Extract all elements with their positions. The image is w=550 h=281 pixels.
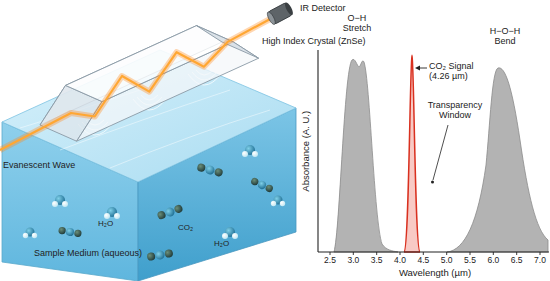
- x-ticks-part: [376, 252, 377, 255]
- co2-molecules-part-part: [164, 249, 173, 258]
- tick-label: 2.5: [324, 256, 336, 266]
- tick-label: 7.0: [534, 256, 546, 266]
- x-ticks-part: [423, 252, 424, 255]
- co2-molecules-part: [58, 226, 82, 238]
- tick-label: 5.5: [464, 256, 476, 266]
- hoh-bend-band: [447, 68, 548, 252]
- co2-molecules-part: [156, 203, 184, 220]
- detector-label: IR Detector: [300, 3, 346, 13]
- co2-molecules-part-part: [173, 204, 183, 214]
- water-molecules: [23, 145, 285, 239]
- axis-title: Wavelength (µm): [399, 268, 471, 279]
- ir-detector-part: [266, 11, 277, 26]
- x-ticks-part: [516, 252, 517, 255]
- co2-callout-arrow-part: [419, 68, 427, 69]
- molecule-label: CO₂: [178, 224, 193, 233]
- tick-label: 3.5: [371, 256, 383, 266]
- absorbance-chart: [318, 50, 549, 255]
- wave-label: Evanescent Wave: [3, 160, 75, 170]
- window-leader: [431, 125, 448, 184]
- co2-molecules-part-part: [264, 184, 274, 194]
- water-molecules-part: [271, 196, 285, 207]
- co2-molecules: [58, 162, 274, 261]
- x-ticks-part: [353, 252, 354, 255]
- water-molecules-part-part: [252, 151, 258, 157]
- water-molecules-part: [104, 207, 120, 219]
- x-ticks-part: [493, 252, 494, 255]
- water-molecules-part-part: [23, 233, 28, 238]
- co2-molecules-part-part: [155, 250, 165, 260]
- ir-detector: [266, 1, 295, 25]
- band-label: H−O−H Bend: [483, 26, 527, 46]
- co2-molecules-part-part: [196, 163, 206, 173]
- water-molecules-part-part: [114, 213, 120, 219]
- co2-peak: [404, 56, 420, 252]
- co2-callout-arrow: [415, 66, 427, 71]
- medium-label: Sample Medium (aqueous): [34, 248, 142, 258]
- band-label: O−H Stretch: [337, 13, 377, 33]
- x-ticks-part: [330, 252, 331, 255]
- crystal-label: High Index Crystal (ZnSe): [262, 36, 366, 46]
- window-leader-part: [431, 181, 434, 184]
- x-ticks-part: [400, 252, 401, 255]
- co2-molecules-part-part: [147, 252, 156, 261]
- water-molecules-part-part: [271, 201, 276, 206]
- molecule-label: H₂O: [98, 220, 113, 229]
- x-ticks: [330, 252, 540, 255]
- molecule-label: H₂O: [214, 240, 229, 249]
- peak-label: CO₂ Signal (4.26 µm): [429, 61, 485, 81]
- co2-molecules-part-part: [214, 167, 224, 177]
- ir-beam: [0, 18, 272, 150]
- water-molecules-part-part: [222, 233, 228, 239]
- co2-molecules-part-part: [156, 210, 166, 220]
- window-label: Transparency Window: [423, 100, 487, 120]
- co2-molecules-part-part: [65, 227, 74, 236]
- tick-label: 6.0: [487, 256, 499, 266]
- co2-molecules-part-part: [164, 206, 176, 218]
- co2-molecules-part: [196, 162, 223, 177]
- oh-stretch-band: [334, 59, 398, 252]
- water-molecules-part: [52, 195, 68, 207]
- window-leader-part: [433, 125, 448, 180]
- x-axis: [318, 251, 549, 252]
- water-molecules-part-part: [52, 201, 58, 207]
- tick-label: 3.0: [347, 256, 359, 266]
- water-molecules-part: [242, 145, 258, 157]
- co2-molecules-part-part: [204, 164, 215, 175]
- water-molecules-part: [222, 227, 238, 239]
- co2-molecules-part-part: [74, 229, 82, 237]
- water-molecules-part-part: [104, 213, 110, 219]
- water-molecules-part-part: [242, 151, 248, 157]
- tick-label: 5.0: [441, 256, 453, 266]
- co2-callout-arrow-part: [415, 66, 420, 71]
- co2-molecules-part-part: [58, 226, 66, 234]
- ir-beam-part: [0, 18, 272, 150]
- tick-label: 6.5: [511, 256, 523, 266]
- co2-molecules-part: [250, 176, 274, 193]
- ir-beam-part: [0, 18, 272, 150]
- y-axis: [317, 50, 318, 252]
- co2-molecules-part: [146, 248, 173, 261]
- water-molecules-part-part: [62, 201, 68, 207]
- water-molecules-part-part: [232, 233, 238, 239]
- x-ticks-part: [540, 252, 541, 255]
- axis-title: Absorbance (A. U.): [301, 111, 312, 192]
- tick-label: 4.0: [394, 256, 406, 266]
- water-molecules-part-part: [32, 233, 37, 238]
- x-ticks-part: [470, 252, 471, 255]
- x-ticks-part: [446, 252, 447, 255]
- tick-label: 4.5: [417, 256, 429, 266]
- water-molecules-part: [23, 228, 37, 239]
- water-molecules-part-part: [280, 201, 285, 206]
- ir-detector-part: [283, 1, 294, 16]
